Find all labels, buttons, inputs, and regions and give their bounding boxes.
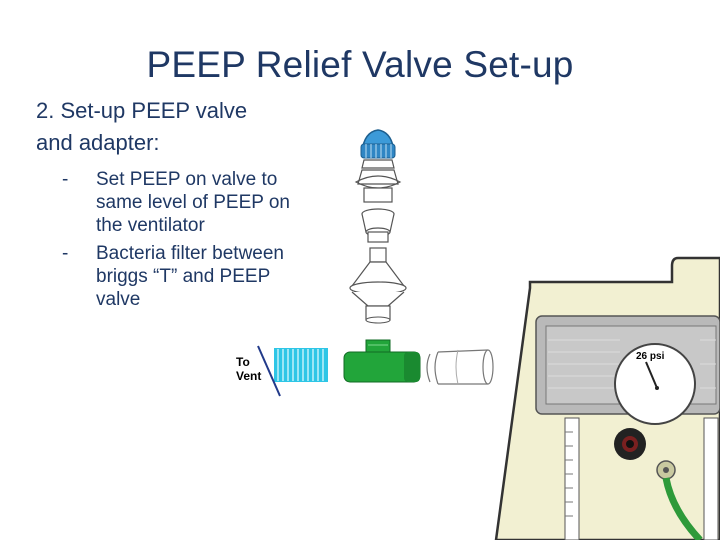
step-heading: 2. Set-up PEEP valve and adapter: — [36, 95, 296, 159]
instruction-item: - Set PEEP on valve to same level of PEE… — [62, 168, 312, 237]
instruction-list: - Set PEEP on valve to same level of PEE… — [62, 168, 312, 316]
peep-valve — [354, 129, 402, 203]
vent-tubing — [257, 345, 328, 397]
adapter — [361, 208, 395, 243]
instruction-text: Set PEEP on valve to same level of PEEP … — [96, 169, 290, 236]
bullet-dash: - — [62, 169, 69, 190]
to-vent-line-2: Vent — [236, 369, 262, 383]
to-vent-label: To Vent — [236, 355, 276, 383]
to-vent-line-1: To — [236, 355, 250, 369]
ventilator-panel — [494, 256, 720, 540]
step-heading-line-1: 2. Set-up PEEP valve — [36, 98, 248, 123]
gauge-psi-label: 26 psi — [636, 351, 665, 362]
step-heading-line-2: and adapter: — [36, 130, 160, 155]
slide-title: PEEP Relief Valve Set-up — [0, 44, 720, 86]
bacteria-filter — [349, 247, 407, 324]
clear-connector — [426, 349, 494, 385]
instruction-item: - Bacteria filter between briggs “T” and… — [62, 242, 312, 311]
bullet-dash: - — [62, 243, 69, 264]
instruction-text: Bacteria filter between briggs “T” and P… — [96, 243, 284, 310]
briggs-t-connector — [343, 339, 421, 383]
slide-title-text: PEEP Relief Valve Set-up — [146, 44, 574, 85]
